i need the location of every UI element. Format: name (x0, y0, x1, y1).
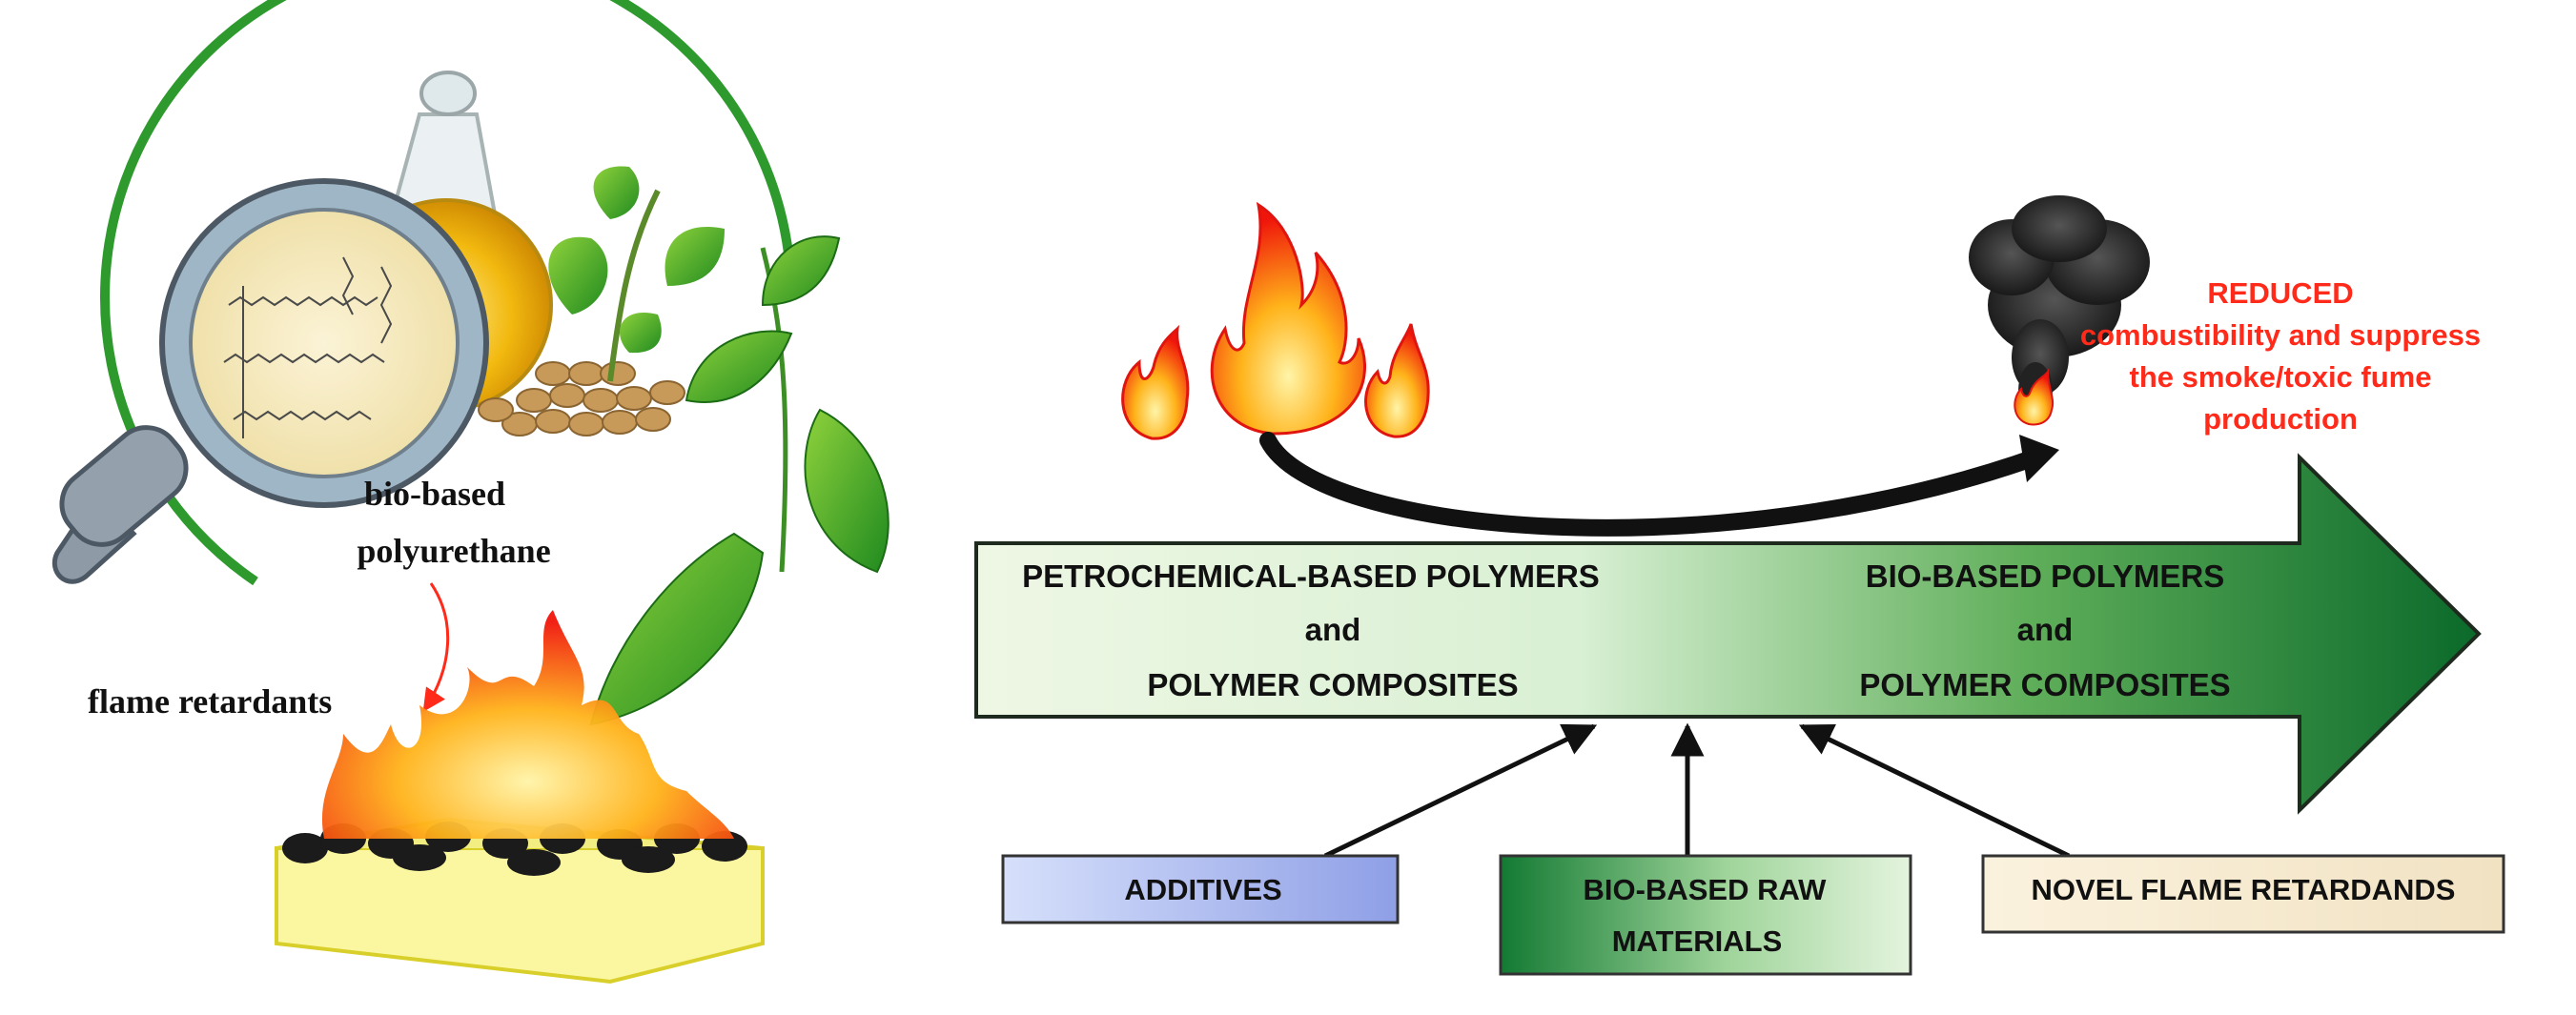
box-additives-label: ADDITIVES (1124, 873, 1281, 906)
burning-tray-icon (275, 610, 765, 985)
arrow-right-line3: POLYMER COMPOSITES (1859, 667, 2230, 702)
arrow-right-line1: BIO-BASED POLYMERS (1866, 558, 2225, 594)
arrow-right-line2: and (2017, 612, 2074, 647)
label-flame-retardants: flame retardants (88, 682, 332, 721)
main-transition-arrow: PETROCHEMICAL-BASED POLYMERS and POLYMER… (974, 453, 2482, 815)
box-additives: ADDITIVES (1001, 854, 1400, 924)
arrow-additives (1323, 723, 1598, 859)
flame-small-right-icon (1364, 323, 1430, 438)
green-circle-arc (100, 0, 796, 586)
magnifier-icon (51, 178, 489, 584)
label-biobased-line1: bio-based (364, 475, 505, 513)
box-bio-raw-line1: BIO-BASED RAW (1584, 873, 1828, 906)
arrow-left-line2: and (1305, 612, 1361, 647)
vine-leaves-icon (589, 235, 889, 726)
box-bio-raw-materials: BIO-BASED RAW MATERIALS (1499, 854, 1912, 976)
arrow-novel-flame (1798, 723, 2071, 859)
outcome-line3: the smoke/toxic fume (2130, 360, 2432, 394)
outcome-line1: REDUCED (2207, 276, 2353, 310)
box-novel-flame-label: NOVEL FLAME RETARDANDS (2032, 873, 2456, 906)
smoke-icon (1969, 195, 2150, 426)
seeds-icon (478, 361, 685, 436)
box-bio-raw-line2: MATERIALS (1612, 924, 1783, 958)
outcome-text: REDUCED combustibility and suppress the … (2080, 276, 2481, 436)
outcome-line2: combustibility and suppress (2080, 318, 2481, 352)
flames-group (1121, 195, 2150, 537)
transition-curve-arrowhead (2019, 435, 2059, 482)
input-arrows (1323, 722, 2071, 859)
flame-tiny-icon (2014, 368, 2055, 426)
red-curve-arrow (422, 582, 450, 712)
outcome-line4: production (2203, 402, 2358, 436)
box-novel-flame-retardands: NOVEL FLAME RETARDANDS (1981, 854, 2505, 934)
arrow-left-line1: PETROCHEMICAL-BASED POLYMERS (1022, 558, 1600, 594)
biobased-illustration: bio-based polyurethane flame retardants (51, 0, 889, 985)
flame-large-icon (1210, 201, 1367, 436)
arrow-left-line3: POLYMER COMPOSITES (1147, 667, 1518, 702)
transition-curve-arrow (1259, 432, 2049, 537)
soy-plant-icon (548, 166, 725, 382)
flame-small-left-icon (1121, 324, 1190, 440)
label-biobased-line2: polyurethane (357, 532, 550, 570)
